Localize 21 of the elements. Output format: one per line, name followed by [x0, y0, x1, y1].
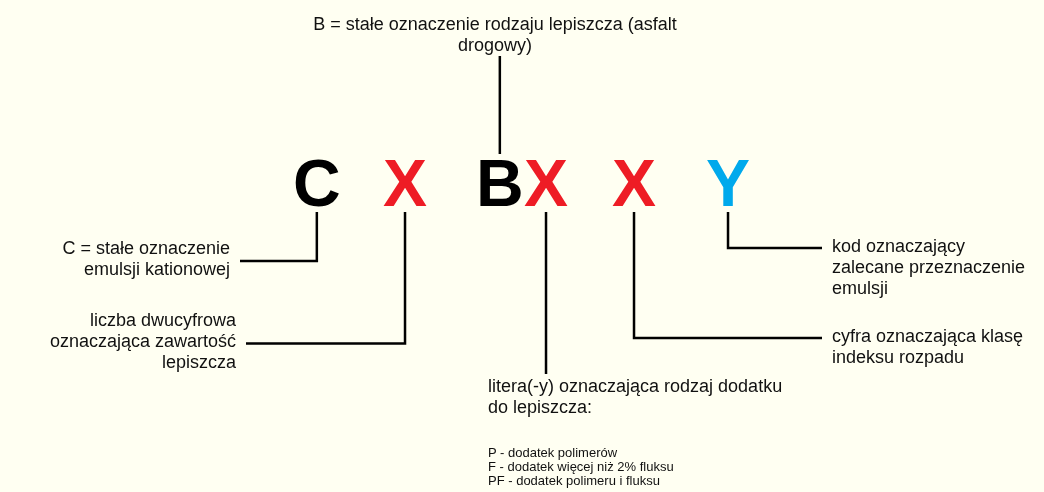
leader-line [544, 212, 548, 374]
list-item: P - dodatek polimerów [488, 446, 619, 460]
code-letter: Y [706, 150, 751, 216]
code-letter: C [293, 150, 341, 216]
callout-text: C = stałe oznaczenie emulsji kationowej [20, 238, 230, 280]
callout-text: kod oznaczający zalecane przeznaczenie emulsji [832, 236, 1042, 299]
leader-line [632, 212, 822, 340]
leader-line [726, 212, 822, 250]
callout-text: B = stałe oznaczenie rodzaju lepiszcza (asfalt drogowy) [300, 14, 690, 56]
leader-line [246, 212, 407, 345]
leader-line [240, 212, 319, 263]
callout-text: liczba dwucyfrowa oznaczająca zawartość lepiszcza [0, 310, 236, 373]
code-letter: X [383, 150, 428, 216]
callout-text: litera(-y) oznaczająca rodzaj dodatku do lepiszcza: [488, 376, 788, 418]
code-letter: B [476, 150, 524, 216]
leader-line [498, 56, 502, 154]
list-item: F - dodatek więcej niż 2% fluksu [488, 460, 675, 474]
code-letter: X [524, 150, 569, 216]
list-item: PF - dodatek polimeru i fluksu [488, 474, 661, 488]
callout-text: cyfra oznaczająca klasę indeksu rozpadu [832, 326, 1042, 368]
code-letter: X [612, 150, 657, 216]
